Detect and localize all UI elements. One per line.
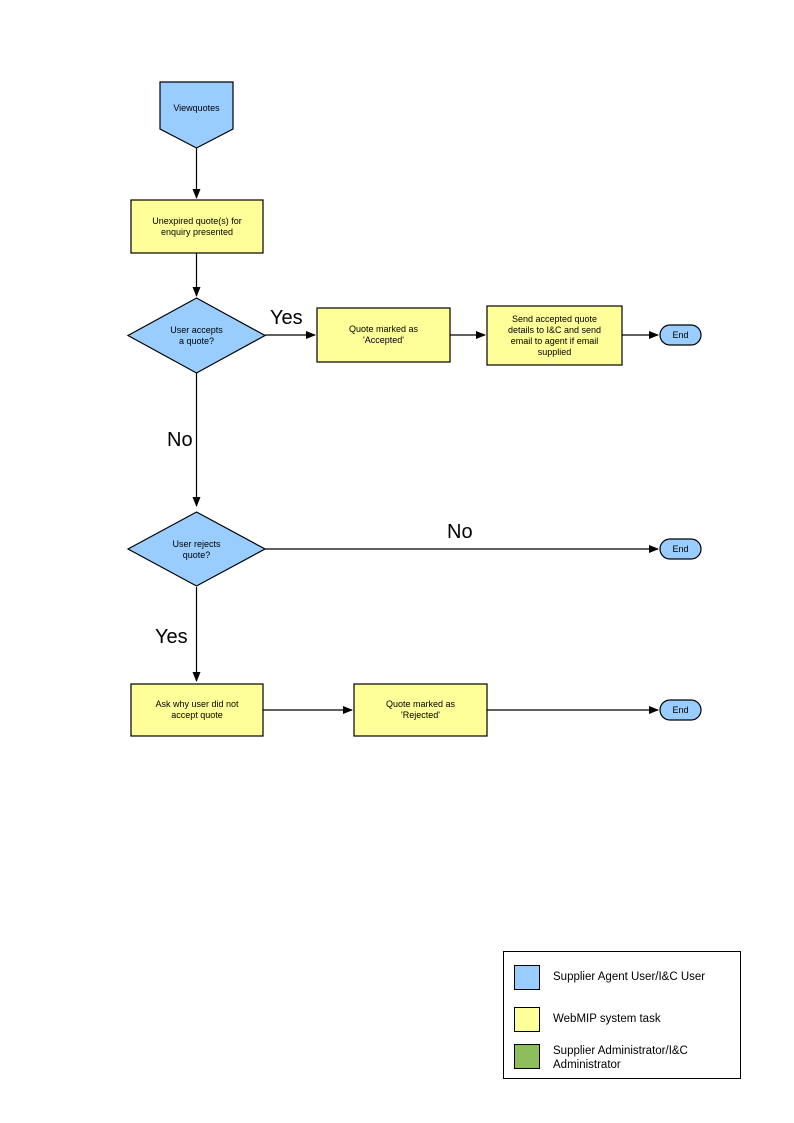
edge-label-rejects-no: No — [447, 521, 473, 543]
edge-label-rejects-yes: Yes — [155, 626, 188, 648]
legend-swatch-blue — [514, 965, 540, 990]
node-end1-label: End — [672, 330, 689, 340]
node-rejects-decision — [126, 511, 267, 587]
legend-item-webmip-task: WebMIP system task — [514, 1007, 661, 1032]
node-accepts-decision — [126, 297, 267, 374]
node-unexpired-process — [130, 199, 264, 254]
legend-label-webmip-task: WebMIP system task — [553, 1013, 661, 1025]
node-end1-terminator — [659, 324, 702, 346]
node-send-process — [486, 305, 623, 366]
node-rejected-process — [353, 683, 488, 737]
legend-label-supplier-admin: Supplier Administrator/I&C Administrator — [553, 1045, 688, 1071]
node-end2-label: End — [672, 544, 689, 554]
edge-label-accepts-yes: Yes — [270, 307, 303, 329]
legend-box: Supplier Agent User/I&C User WebMIP syst… — [503, 951, 741, 1079]
legend-label-supplier-agent: Supplier Agent User/I&C User — [553, 971, 706, 983]
edge-label-accepts-no: No — [167, 429, 193, 451]
legend-item-supplier-agent: Supplier Agent User/I&C User — [514, 965, 705, 990]
node-start-pentagon — [159, 81, 234, 149]
node-end3-terminator — [659, 699, 702, 721]
node-end2-terminator — [659, 538, 702, 560]
node-accepted-process — [316, 307, 451, 363]
node-end3-label: End — [672, 705, 689, 715]
legend-item-supplier-admin: Supplier Administrator/I&C Administrator — [514, 1044, 688, 1072]
node-askwhy-process — [130, 683, 264, 737]
legend-swatch-green — [514, 1044, 540, 1069]
legend-swatch-yellow — [514, 1007, 540, 1032]
